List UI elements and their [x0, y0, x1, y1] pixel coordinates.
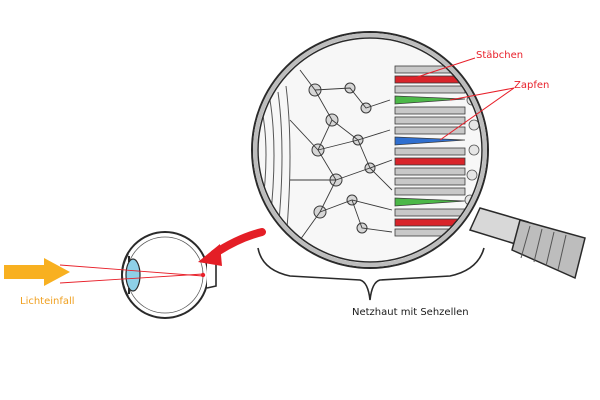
retina-brace: [257, 247, 485, 301]
label-cones: Zapfen: [514, 80, 550, 91]
lens-shape: [125, 258, 141, 292]
magnifier-handle: [468, 207, 586, 280]
magnified-retina: [258, 38, 482, 262]
eye-cross-section: [59, 231, 217, 319]
magnifier-rim: [251, 31, 489, 269]
photoreceptor-layer: [394, 65, 466, 237]
label-leaders: [407, 57, 515, 141]
light-incidence-arrow: [4, 258, 70, 286]
label-retina: Netzhaut mit Sehzellen: [352, 307, 469, 318]
pointer-arrow: [198, 228, 266, 266]
label-rods: Stäbchen: [476, 50, 524, 61]
label-light-incidence: Lichteinfall: [20, 296, 75, 307]
